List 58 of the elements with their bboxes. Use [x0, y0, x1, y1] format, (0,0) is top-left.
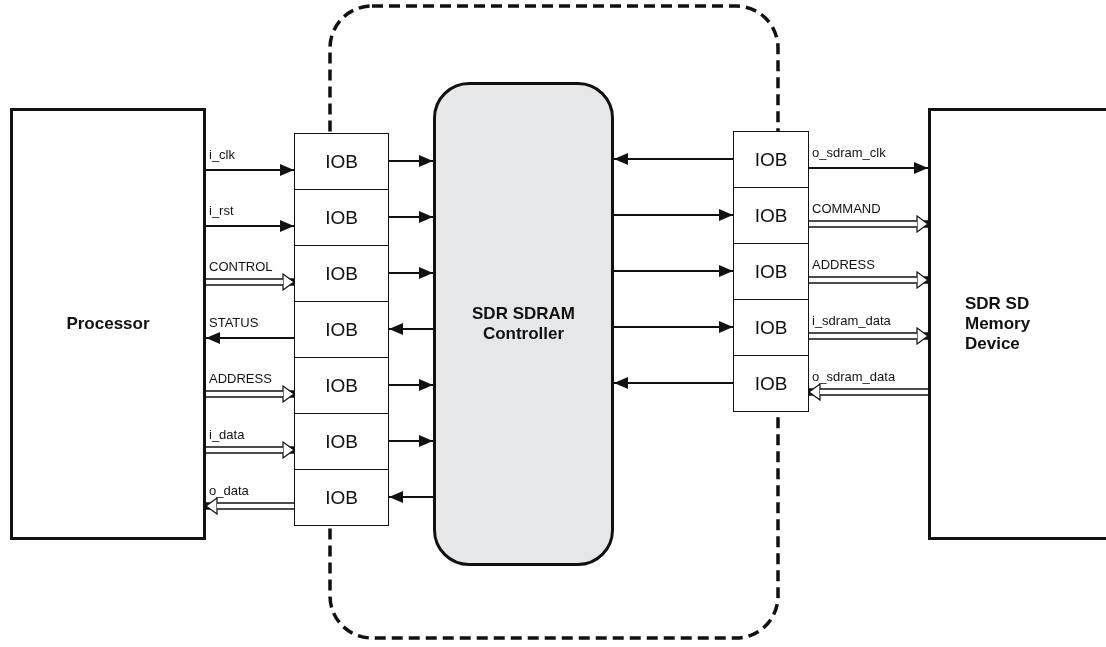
node-label: SDR SD Memory Device — [965, 294, 1032, 354]
node-label: IOB — [325, 150, 358, 173]
iob-box — [733, 355, 809, 412]
arrow — [388, 379, 434, 391]
arrow — [205, 220, 295, 232]
iob-box — [294, 413, 389, 470]
edge-label: o_sdram_data — [811, 369, 897, 384]
iob-box — [294, 357, 389, 414]
arrow — [388, 211, 434, 223]
controller-box — [433, 82, 614, 566]
edge-label: i_sdram_data — [811, 313, 892, 328]
node-label: IOB — [754, 260, 788, 283]
edge-label: o_data — [208, 483, 250, 498]
iob-box — [294, 301, 389, 358]
iob-box — [733, 299, 809, 356]
edge-label: STATUS — [208, 315, 260, 330]
arrow — [613, 153, 734, 165]
arrow — [388, 155, 434, 167]
node-label: IOB — [325, 374, 358, 397]
node-label: IOB — [754, 316, 788, 339]
node-label: IOB — [325, 262, 358, 285]
arrow — [205, 332, 295, 344]
edge-label: ADDRESS — [811, 257, 876, 272]
node-label: IOB — [325, 206, 358, 229]
processor-box — [10, 108, 206, 540]
node-label: IOB — [754, 148, 788, 171]
arrow — [205, 164, 295, 176]
iob-box — [733, 187, 809, 244]
arrow — [808, 162, 929, 174]
arrow — [388, 435, 434, 447]
edge-label: i_data — [208, 427, 246, 442]
arrow — [388, 323, 434, 335]
iob-box — [294, 189, 389, 246]
arrow — [613, 377, 734, 389]
arrow — [388, 491, 434, 503]
node-label: IOB — [325, 318, 358, 341]
edge-label: COMMAND — [811, 201, 882, 216]
iob-box — [294, 469, 389, 526]
iob-box — [733, 243, 809, 300]
edge-label: i_clk — [208, 147, 236, 162]
arrow — [388, 267, 434, 279]
edge-label: o_sdram_clk — [811, 145, 887, 160]
node-label: SDR SDRAM Controller — [471, 304, 576, 344]
arrow — [613, 265, 734, 277]
node-label: IOB — [754, 372, 788, 395]
iob-box — [294, 245, 389, 302]
arrow — [613, 321, 734, 333]
arrow — [613, 209, 734, 221]
iob-box — [294, 133, 389, 190]
node-label: IOB — [325, 486, 358, 509]
edge-label: ADDRESS — [208, 371, 273, 386]
node-label: Processor — [66, 314, 150, 334]
node-label: IOB — [754, 204, 788, 227]
iob-box — [733, 131, 809, 188]
memory-device-box — [928, 108, 1106, 540]
node-label: IOB — [325, 430, 358, 453]
edge-label: i_rst — [208, 203, 235, 218]
edge-label: CONTROL — [208, 259, 274, 274]
